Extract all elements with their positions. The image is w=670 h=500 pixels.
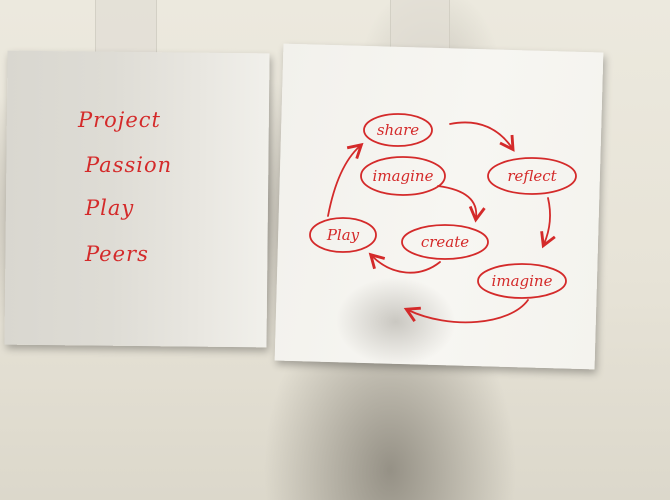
node-reflect-label: reflect	[507, 167, 557, 185]
word-play: Play	[85, 196, 135, 220]
node-imagine-top-ellipse	[360, 156, 446, 196]
node-share-ellipse	[363, 113, 433, 147]
arrow-reflect-to-imagine	[540, 197, 556, 249]
node-imagine-bottom-ellipse	[477, 263, 567, 299]
arrow-create-to-play	[368, 252, 441, 274]
node-reflect-ellipse	[487, 157, 577, 195]
word-peers: Peers	[85, 242, 149, 266]
arrow-play-to-share	[327, 142, 364, 217]
arrow-imagine-to-create	[437, 185, 486, 223]
node-share-label: share	[376, 121, 420, 139]
arrow-imagine-to-play-loop	[403, 299, 529, 324]
node-imagine-top-label: imagine	[372, 167, 434, 185]
node-create-ellipse	[401, 224, 489, 260]
node-play-ellipse	[309, 217, 377, 253]
node-imagine-bottom-label: imagine	[491, 272, 553, 290]
arrow-share-to-reflect	[449, 121, 515, 152]
node-play-label: Play	[326, 226, 360, 244]
word-project: Project	[78, 108, 161, 132]
word-passion: Passion	[85, 153, 173, 177]
node-create-label: create	[420, 233, 470, 251]
